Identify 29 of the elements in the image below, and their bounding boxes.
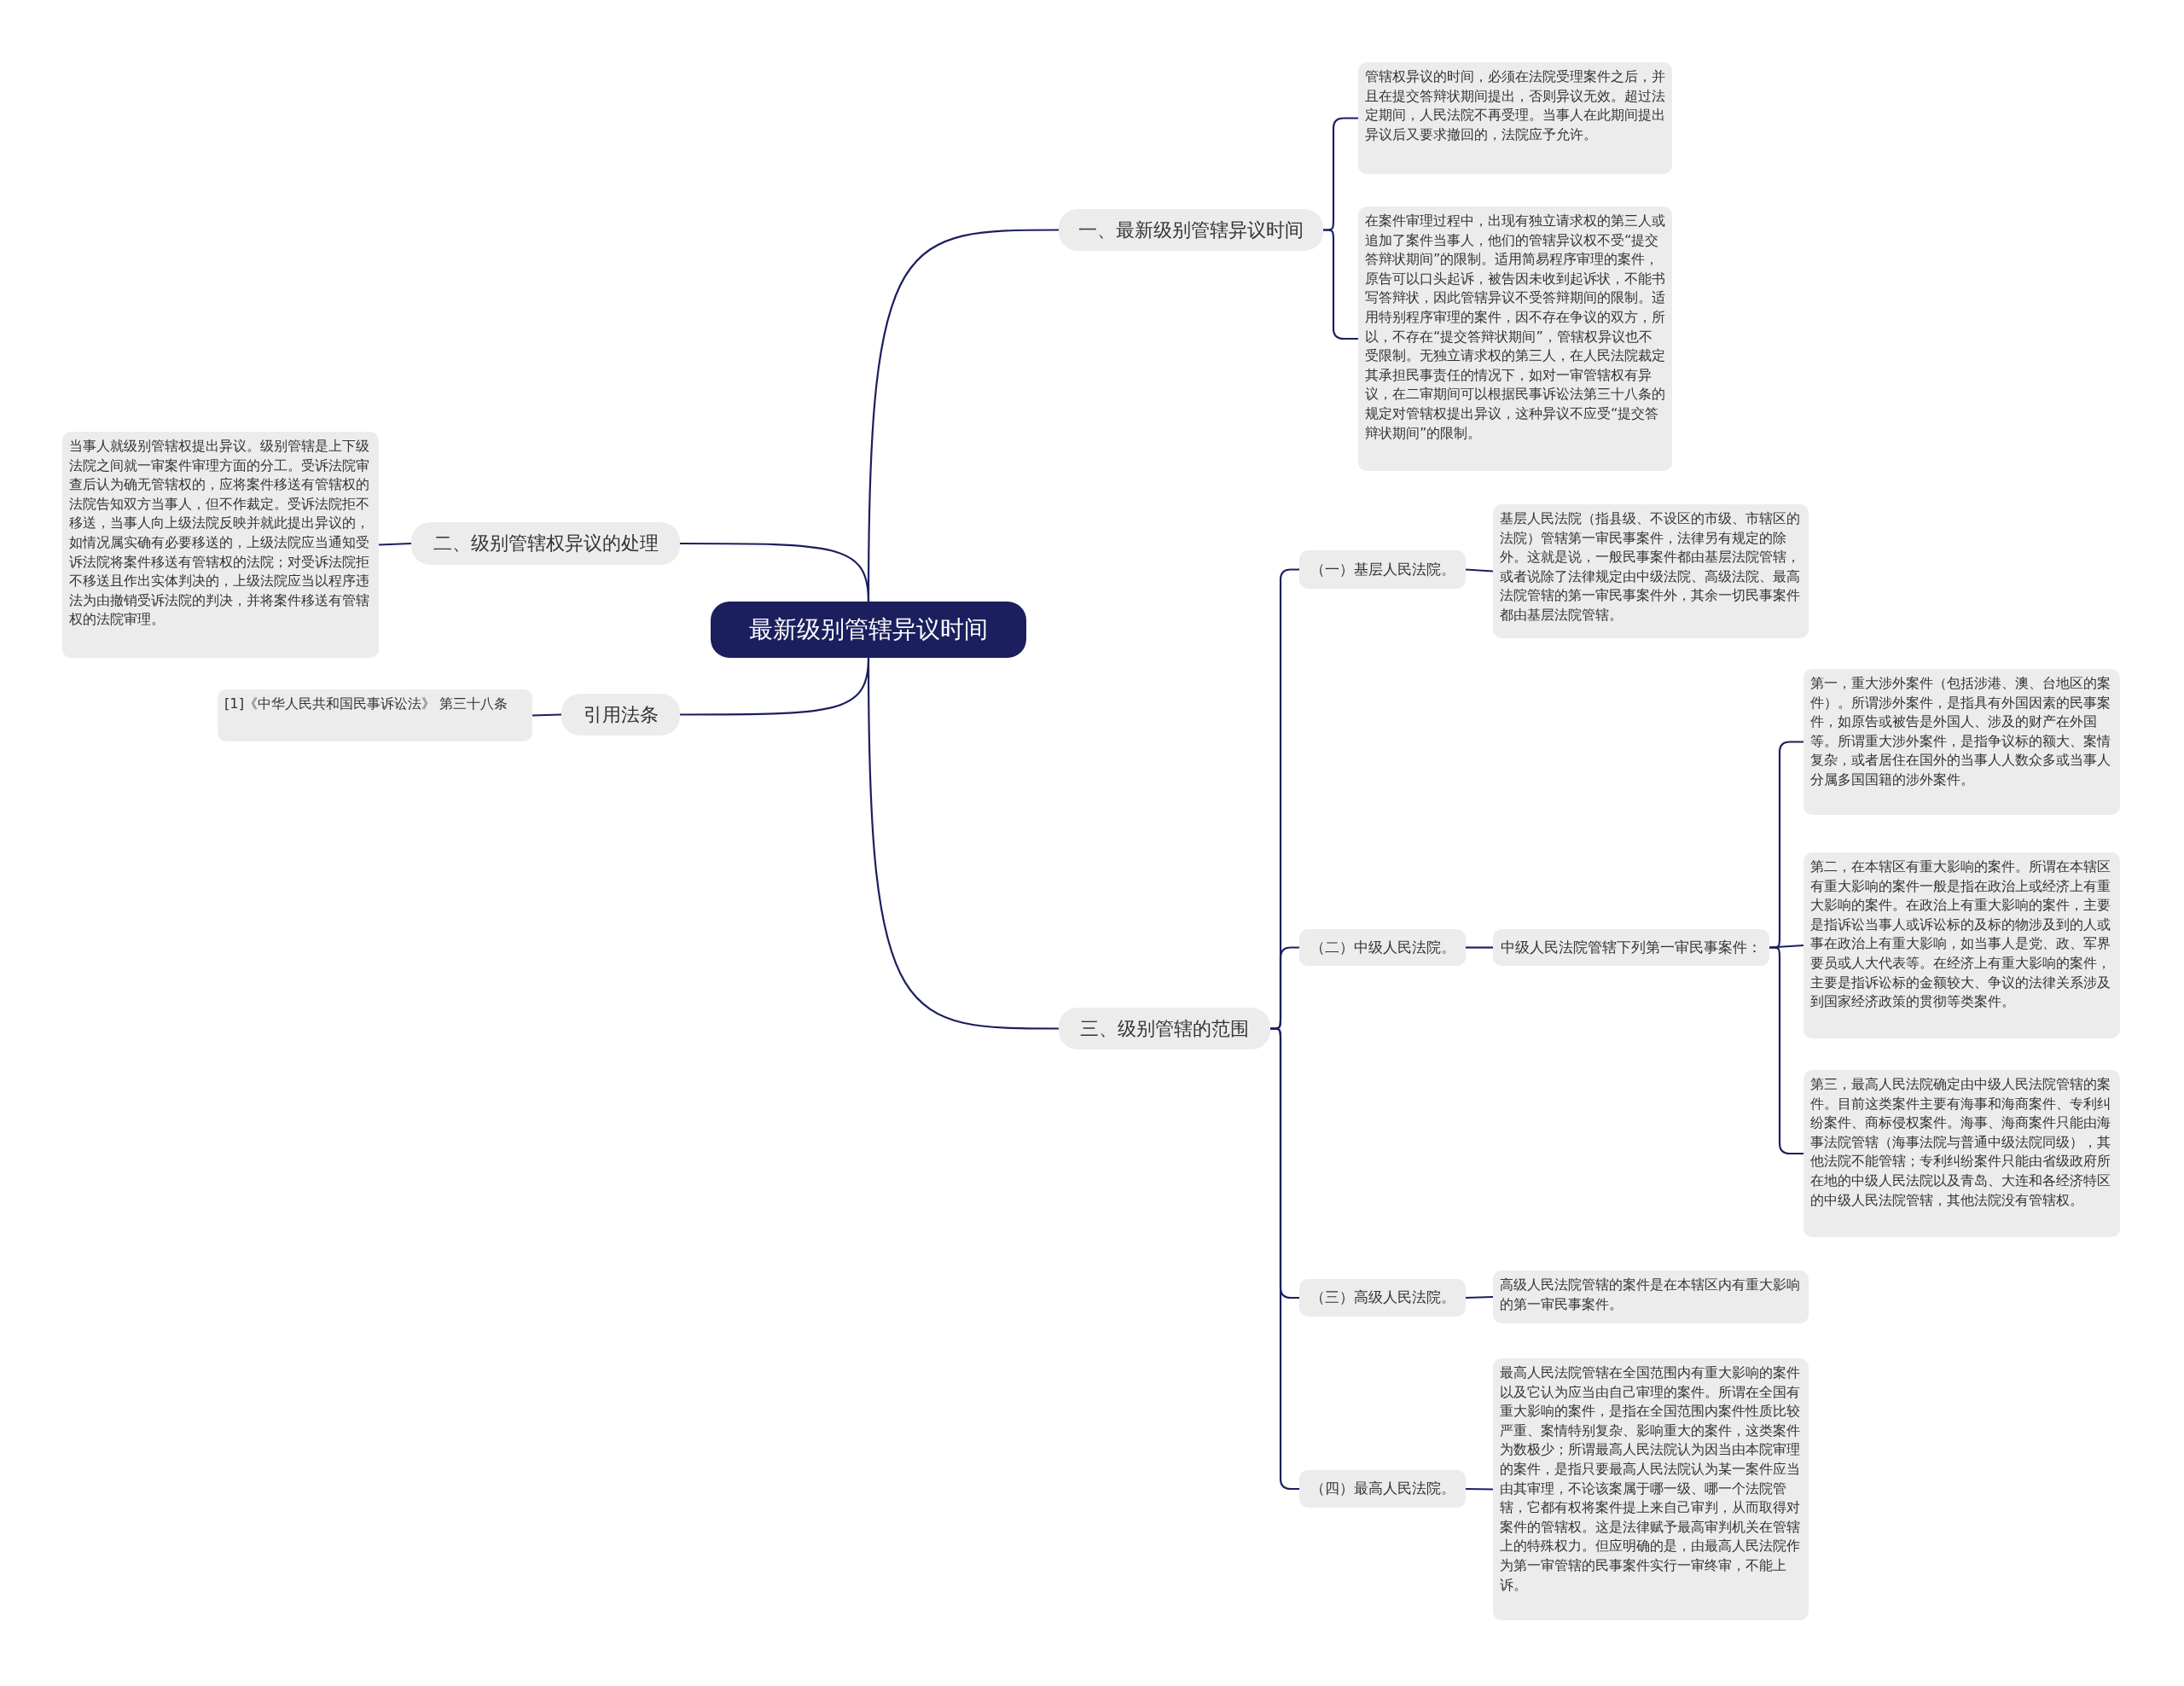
text-box: 第三，最高人民法院确定由中级人民法院管辖的案件。目前这类案件主要有海事和海商案件、专利纠纷案件、商标侵权案件。海事、海商案件只能由海事法院管辖（海事法院与普通中级法院同级），其他法院不能管辖；专利纠纷案件只能由省级政府所在地的中级人民法院以及青岛、大连和各经济特区的中级人民法院管辖，其他法院没有管辖权。 (1804, 1070, 2120, 1237)
topic-box: 一、最新级别管辖异议时间 (1059, 209, 1323, 251)
text-box: 第一，重大涉外案件（包括涉港、澳、台地区的案件）。所谓涉外案件，是指具有外国因素的民事案件，如原告或被告是外国人、涉及的财产在外国等。所谓重大涉外案件，是指争议标的额大、案情复杂，或者居住在国外的当事人人数众多或当事人分属多国国籍的涉外案件。 (1804, 669, 2120, 815)
connector-line (378, 542, 412, 546)
connector-line (531, 713, 562, 717)
connector-line (680, 542, 870, 602)
subtopic-box: 中级人民法院管辖下列第一审民事案件： (1493, 929, 1769, 966)
topic-box: 二、级别管辖权异议的处理 (411, 522, 680, 565)
text-box: 最高人民法院管辖在全国范围内有重大影响的案件以及它认为应当由自己审理的案件。所谓在全国有重大影响的案件，是指在全国范围内案件性质比较严重、案情特别复杂、影响重大的案件，这类案件为数极少；所谓最高人民法院认为因当由本院审理的案件，是指只要最高人民法院认为某一案件应当由其审理，不论该案属于哪一级、哪一个法院管辖，它都有权将案件提上来自己审判，从而取得对案件的管辖权。这是法律赋予最高审判机关在管辖上的特殊权力。但应明确的是，由最高人民法院作为第一审管辖的民事案件实行一审终审，不能上诉。 (1493, 1358, 1809, 1620)
subtopic-box: （三）高级人民法院。 (1299, 1279, 1466, 1317)
text-box: 管辖权异议的时间，必须在法院受理案件之后，并且在提交答辩状期间提出，否则异议无效。超过法定期间，人民法院不再受理。当事人在此期间提出异议后又要求撤回的，法院应予允许。 (1358, 62, 1672, 174)
connector-line (1466, 1487, 1493, 1491)
topic-box: 引用法条 (561, 694, 680, 735)
text-box: 基层人民法院（指县级、不设区的市级、市辖区的法院）管辖第一审民事案件，法律另有规定的除外。这就是说，一般民事案件都由基层法院管辖，或者说除了法律规定由中级法院、高级法院、最高法院管辖的第一审民事案件外，其余一切民事案件都由基层法院管辖。 (1493, 504, 1809, 638)
subtopic-box: （一）基层人民法院。 (1299, 550, 1466, 589)
text-box: 在案件审理过程中，出现有独立请求权的第三人或追加了案件当事人，他们的管辖异议权不受“提交答辩状期间”的限制。适用简易程序审理的案件，原告可以口头起诉，被告因未收到起诉状，不能书写答辩状，因此管辖异议不受答辩期间的限制。适用特别程序审理的案件，因不存在争议的双方，所以，不存在“提交答辩状期间”，管辖权异议也不受限制。无独立请求权的第三人，在人民法院裁定其承担民事责任的情况下，如对一审管辖权有异议，在二审期间可以根据民事诉讼法第三十八条的规定对管辖权提出异议，这种异议不应受“提交答辩状期间”的限制。 (1358, 206, 1672, 471)
connector-line (1465, 1295, 1494, 1299)
text-box: 第二，在本辖区有重大影响的案件。所谓在本辖区有重大影响的案件一般是指在政治上或经济上有重大影响的案件。在政治上有重大影响的案件，主要是指诉讼当事人或诉讼标的及标的物涉及到的人或事在政治上有重大影响，如当事人是党、政、军界要员或人大代表等。在经济上有重大影响的案件，主要是指诉讼标的金额较大、争议的法律关系涉及到国家经济政策的贯彻等类案件。 (1804, 852, 2120, 1038)
text-box: 当事人就级别管辖权提出异议。级别管辖是上下级法院之间就一审案件审理方面的分工。受诉法院审查后认为确无管辖权的，应将案件移送有管辖权的法院告知双方当事人，但不作裁定。受诉法院拒不移送，当事人向上级法院反映并就此提出异议的，如情况属实确有必要移送的，上级法院应当通知受诉法院将案件移送有管辖权的法院；对受诉法院拒不移送且作出实体判决的，上级法院应当以程序违法为由撤销受诉法院的判决，并将案件移送有管辖权的法院审理。 (62, 432, 379, 658)
root-node: 最新级别管辖异议时间 (711, 602, 1026, 658)
connector-line (867, 658, 1059, 1030)
connector-line (1465, 568, 1494, 573)
topic-box: 三、级别管辖的范围 (1059, 1008, 1270, 1049)
connector-line (1466, 946, 1493, 949)
text-box: [1]《中华人民共和国民事诉讼法》 第三十八条 (218, 689, 532, 741)
text-box: 高级人民法院管辖的案件是在本辖区内有重大影响的第一审民事案件。 (1493, 1270, 1809, 1323)
subtopic-box: （四）最高人民法院。 (1299, 1470, 1466, 1508)
subtopic-box: （二）中级人民法院。 (1299, 929, 1466, 966)
connector-line (1269, 1027, 1299, 1491)
